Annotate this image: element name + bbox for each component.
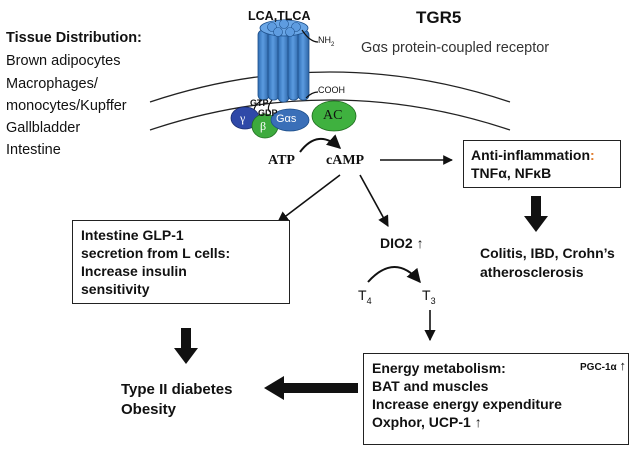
camp-to-glp1-arrow	[277, 174, 341, 223]
atp-to-camp-arrow	[299, 134, 342, 153]
obesity-outcome: Obesity	[121, 401, 177, 418]
gamma-label: γ	[240, 111, 246, 125]
adenylyl-cyclase	[311, 100, 357, 132]
energy-line: Oxphor, UCP-1 ↑	[372, 414, 482, 430]
galpha-label: Gαs	[276, 113, 297, 125]
cooh-label: COOH	[318, 85, 345, 95]
tissue-heading: Tissue Distribution:	[6, 30, 142, 46]
energy-line: BAT and muscles	[372, 378, 489, 394]
glp1-line: sensitivity	[81, 281, 150, 297]
dio2-label: DIO2 ↑	[380, 235, 424, 251]
t4-label: T4	[358, 287, 372, 306]
receptor-subtitle: Gαs protein-coupled receptor	[361, 40, 550, 56]
up-arrow-icon: ↑	[474, 414, 482, 430]
membrane-outer-line	[149, 71, 511, 103]
galpha-subunit	[270, 108, 310, 132]
inflammation-targets: TNFα, NFκB	[471, 165, 552, 181]
energy-to-diabetes-arrow	[264, 376, 358, 400]
gdp-label: GDP	[258, 108, 278, 118]
atp-label: ATP	[268, 153, 295, 168]
camp-to-dio2-arrow	[359, 174, 389, 227]
camp-label: cAMP	[326, 153, 365, 168]
anti-inflammation-title: Anti-inflammation	[471, 147, 590, 163]
tissue-item: Gallbladder	[6, 120, 81, 136]
membrane-inner-line	[149, 99, 511, 131]
t4-to-t3-arrow	[367, 266, 421, 284]
gtp-label: GTP	[250, 98, 269, 108]
atherosclerosis-outcome: atherosclerosis	[480, 264, 584, 280]
anti-inflammation-box: Anti-inflammation: TNFα, NFκB	[463, 140, 621, 188]
inflammation-to-colitis-arrow	[524, 196, 548, 232]
tissue-item: Macrophages/	[6, 76, 98, 92]
energy-metabolism-box: Energy metabolism: BAT and muscles Incre…	[363, 353, 629, 445]
title-colon: :	[590, 147, 595, 163]
glp1-line: secretion from L cells:	[81, 245, 231, 261]
glp1-line: Intestine GLP-1	[81, 227, 184, 243]
tissue-item: monocytes/Kupffer	[6, 98, 127, 114]
up-arrow-icon: ↑	[619, 358, 627, 373]
ligands-label: LCA,TLCA	[248, 9, 311, 23]
glp1-line: Increase insulin	[81, 263, 187, 279]
t3-label: T3	[422, 287, 436, 306]
energy-line: Increase energy expenditure	[372, 396, 562, 412]
up-arrow-icon: ↑	[416, 235, 424, 251]
glp1-box: Intestine GLP-1 secretion from L cells: …	[72, 220, 290, 304]
tissue-item: Intestine	[6, 142, 61, 158]
page-title: TGR5	[416, 8, 462, 27]
nh2-label: NH2	[318, 35, 335, 48]
beta-label: β	[260, 119, 267, 133]
pgc1a-label: PGC-1α ↑	[580, 358, 627, 373]
glp1-to-diabetes-arrow	[174, 328, 198, 364]
tissue-item: Brown adipocytes	[6, 53, 121, 69]
ac-label: AC	[323, 108, 343, 123]
diabetes-outcome: Type II diabetes	[121, 381, 233, 398]
energy-title: Energy metabolism:	[372, 360, 506, 376]
colitis-outcome: Colitis, IBD, Crohn’s	[480, 245, 615, 261]
